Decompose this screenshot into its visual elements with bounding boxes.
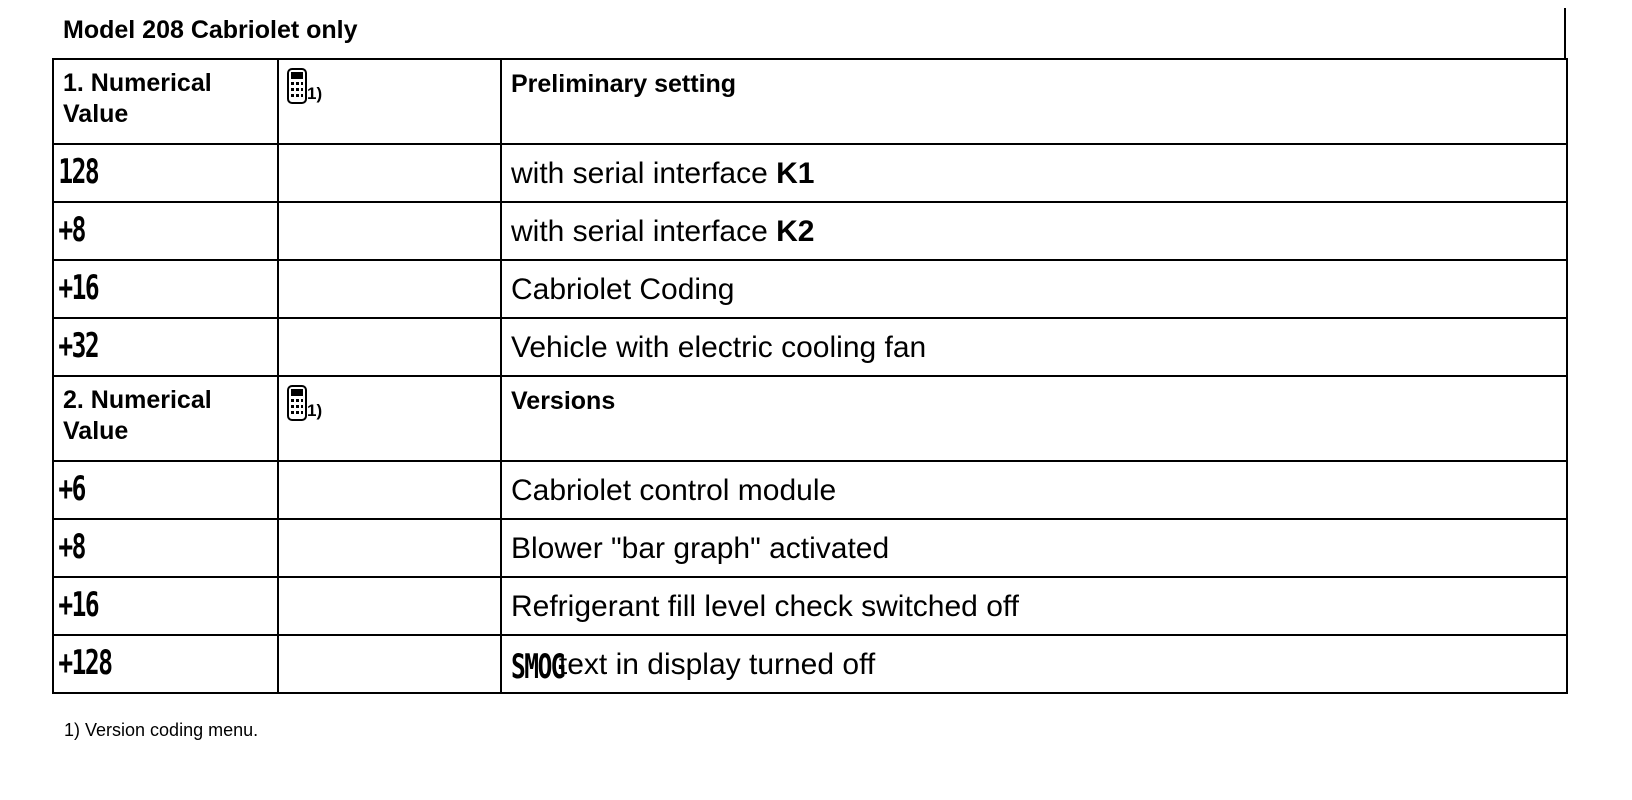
numerical-value-label: 2. Numerical Value — [63, 386, 212, 445]
title-box: Model 208 Cabriolet only — [52, 8, 1566, 60]
row-text: Cabriolet Coding — [511, 273, 735, 306]
icon-cell — [277, 317, 502, 377]
numeric-value: +8 — [58, 210, 86, 250]
numeric-value: +128 — [58, 643, 113, 683]
icon-cell — [277, 143, 502, 203]
row-bold: K1 — [776, 157, 815, 190]
section-title: Versions — [511, 387, 616, 415]
numeric-value: +8 — [58, 527, 86, 567]
numerical-value-label: 1. Numerical Value — [63, 69, 212, 128]
display-text-smog: SMOG — [511, 647, 566, 687]
value-cell: +128 — [52, 634, 279, 694]
row-text: Cabriolet control module — [511, 474, 837, 507]
value-cell: +8 — [52, 518, 279, 578]
numeric-value: +32 — [58, 326, 99, 366]
version-coding-menu-icon — [287, 68, 307, 109]
value-cell: 128 — [52, 143, 279, 203]
table-row: 128 with serial interface K1 — [52, 143, 1568, 203]
header-cell-numerical: 2. Numerical Value — [52, 375, 279, 462]
numeric-value: +16 — [58, 268, 99, 308]
icon-cell — [277, 518, 502, 578]
icon-cell — [277, 259, 502, 319]
header-cell-icon: 1) — [277, 58, 502, 145]
header-cell-icon: 1) — [277, 375, 502, 462]
row-text: text in display turned off — [558, 648, 876, 681]
row-text: Refrigerant fill level check switched of… — [511, 590, 1020, 623]
icon-cell — [277, 576, 502, 636]
value-cell: +32 — [52, 317, 279, 377]
numeric-value: +16 — [58, 585, 99, 625]
header-cell-description: Preliminary setting — [500, 58, 1568, 145]
value-cell: +16 — [52, 259, 279, 319]
icon-cell — [277, 460, 502, 520]
header-cell-description: Versions — [500, 375, 1568, 462]
footnote-ref: 1) — [307, 84, 323, 103]
description-cell: Cabriolet control module — [500, 460, 1568, 520]
description-cell: Refrigerant fill level check switched of… — [500, 576, 1568, 636]
section-header-row: 2. Numerical Value 1) Versions — [52, 375, 1568, 462]
table-row: +32 Vehicle with electric cooling fan — [52, 317, 1568, 377]
header-cell-numerical: 1. Numerical Value — [52, 58, 279, 145]
row-text: with serial interface — [511, 157, 777, 190]
section-title: Preliminary setting — [511, 70, 737, 98]
description-cell: with serial interface K1 — [500, 143, 1568, 203]
description-cell: Blower "bar graph" activated — [500, 518, 1568, 578]
footnote: 1) Version coding menu. — [64, 720, 259, 740]
numeric-value: +6 — [58, 469, 86, 509]
value-cell: +8 — [52, 201, 279, 261]
row-bold: K2 — [776, 215, 815, 248]
table-row: +8 Blower "bar graph" activated — [52, 518, 1568, 578]
description-cell: Vehicle with electric cooling fan — [500, 317, 1568, 377]
footnote-ref: 1) — [307, 401, 323, 420]
table-row: +6 Cabriolet control module — [52, 460, 1568, 520]
row-text: with serial interface — [511, 215, 777, 248]
section-header-row: 1. Numerical Value 1) Preliminar — [52, 58, 1568, 145]
numeric-value: 128 — [58, 152, 99, 192]
row-text: Blower "bar graph" activated — [511, 532, 890, 565]
version-coding-menu-icon — [287, 385, 307, 426]
table-row: +128 SMOGtext in display turned off — [52, 634, 1568, 694]
description-cell: SMOGtext in display turned off — [500, 634, 1568, 694]
table-row: +8 with serial interface K2 — [52, 201, 1568, 261]
icon-cell — [277, 201, 502, 261]
description-cell: with serial interface K2 — [500, 201, 1568, 261]
table-row: +16 Cabriolet Coding — [52, 259, 1568, 319]
icon-cell — [277, 634, 502, 694]
row-text: Vehicle with electric cooling fan — [511, 331, 927, 364]
value-cell: +6 — [52, 460, 279, 520]
description-cell: Cabriolet Coding — [500, 259, 1568, 319]
page-title: Model 208 Cabriolet only — [63, 16, 358, 44]
value-cell: +16 — [52, 576, 279, 636]
coding-table: 1. Numerical Value 1) Preliminar — [52, 58, 1568, 694]
table-row: +16 Refrigerant fill level check switche… — [52, 576, 1568, 636]
